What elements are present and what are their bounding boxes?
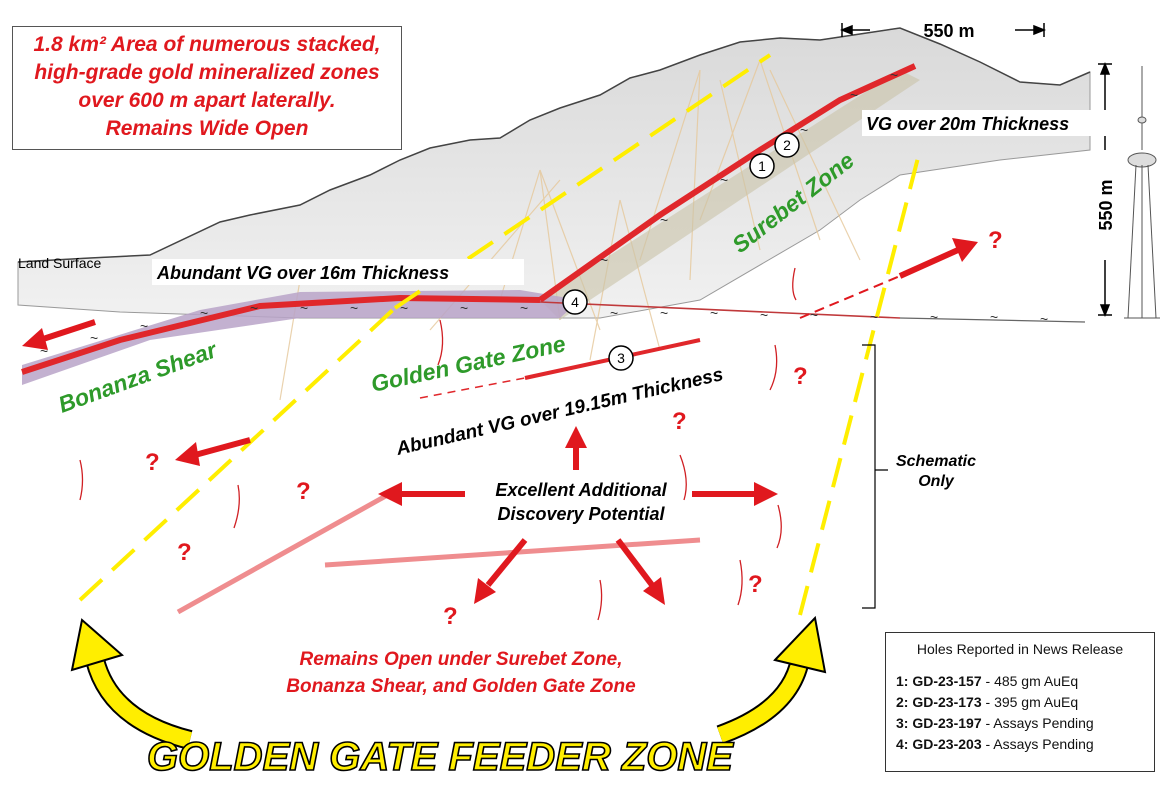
svg-text:~: ~ (660, 305, 668, 321)
svg-text:~: ~ (990, 309, 998, 325)
shear-extension-line (539, 301, 901, 319)
land-surface-line (17, 27, 1091, 263)
svg-text:~: ~ (520, 300, 528, 316)
legend-row: 1: GD-23-157 - 485 gm AuEq (896, 673, 1079, 689)
lens-lower-left (176, 485, 402, 615)
red-arrows (22, 238, 978, 605)
remains-open-line2: Bonanza Shear, and Golden Gate Zone (286, 676, 636, 697)
red-strands (79, 267, 797, 621)
question-mark: ? (296, 478, 311, 505)
svg-text:~: ~ (710, 305, 718, 321)
vg-16m-label: Abundant VG over 16m Thickness (156, 263, 449, 283)
svg-text:4: 4 (571, 294, 579, 310)
svg-text:~: ~ (890, 67, 898, 83)
svg-text:2: 2 (783, 137, 791, 153)
hole-marker-1: 1 (749, 153, 775, 179)
legend-row: 4: GD-23-203 - Assays Pending (896, 736, 1094, 752)
question-mark: ? (672, 408, 687, 435)
feeder-zone-title: GOLDEN GATE FEEDER ZONE (147, 735, 734, 779)
headline-callout: 1.8 km² Area of numerous stacked, high-g… (12, 26, 402, 150)
svg-text:~: ~ (300, 300, 308, 316)
cn-tower-icon (1124, 66, 1160, 319)
shear-dashed-extension (799, 275, 901, 319)
surebet-zone-line (538, 63, 917, 303)
feeder-boundary-right (798, 149, 922, 616)
svg-text:~: ~ (810, 307, 818, 323)
schematic-bracket (862, 344, 888, 609)
horizontal-scale-label: 550 m (923, 21, 974, 41)
question-mark: ? (988, 227, 1003, 254)
svg-text:~: ~ (610, 305, 618, 321)
svg-text:~: ~ (660, 212, 668, 228)
legend-title: Holes Reported in News Release (916, 641, 1124, 657)
svg-text:~: ~ (400, 300, 408, 316)
svg-text:~: ~ (760, 307, 768, 323)
vertical-scale-label: 550 m (1096, 179, 1116, 230)
golden-gate-zone-label: Golden Gate Zone (369, 330, 568, 397)
schematic-label-line1: Schematic (896, 453, 976, 470)
svg-text:~: ~ (600, 252, 608, 268)
feeder-boundary-left (78, 306, 397, 602)
horizontal-scale-bar (839, 23, 1047, 37)
question-marks: ? ? ? ? ? ? ? ? (145, 227, 1003, 630)
svg-text:~: ~ (40, 343, 48, 359)
bonanza-shear-band (22, 290, 580, 385)
headline-line3: over 600 m apart laterally. (78, 89, 336, 112)
drill-holes (279, 59, 861, 401)
question-mark: ? (443, 603, 458, 630)
legend-row: 3: GD-23-197 - Assays Pending (896, 715, 1094, 731)
schematic-label-line2: Only (918, 473, 955, 490)
svg-text:~: ~ (200, 305, 208, 321)
question-mark: ? (145, 449, 160, 476)
feeder-arrowhead-right (773, 615, 827, 674)
land-surface-label: Land Surface (18, 255, 101, 271)
question-mark: ? (177, 539, 192, 566)
svg-text:~: ~ (720, 172, 728, 188)
headline-line1: 1.8 km² Area of numerous stacked, (33, 33, 381, 56)
svg-text:~: ~ (90, 330, 98, 346)
golden-gate-dashed-extension (419, 377, 526, 399)
svg-text:~: ~ (800, 122, 808, 138)
svg-text:~: ~ (350, 300, 358, 316)
svg-text:~: ~ (930, 309, 938, 325)
wave-marks: ~ ~ ~ ~ ~ ~ ~ ~ ~ ~ ~ ~ ~ ~ ~ ~ ~ ~ ~ ~ ~ ~ ~ ~ ~ (40, 67, 1048, 359)
feeder-boundary-left-upper (393, 53, 772, 310)
vg-20m-label-bg (862, 110, 1116, 136)
svg-text:~: ~ (870, 309, 878, 325)
feeder-arrowhead-left (70, 618, 125, 672)
headline-line2: high-grade gold mineralized zones (34, 61, 380, 84)
hole-marker-2: 2 (774, 132, 800, 158)
remains-open-line1: Remains Open under Surebet Zone, (299, 649, 622, 670)
svg-text:~: ~ (460, 300, 468, 316)
question-mark: ? (748, 571, 763, 598)
legend-row: 2: GD-23-173 - 395 gm AuEq (896, 694, 1079, 710)
svg-text:~: ~ (140, 318, 148, 334)
vg-16m-label-bg (152, 259, 524, 285)
vg-20m-label: VG over 20m Thickness (866, 114, 1069, 134)
hole-marker-3: 3 (608, 345, 634, 371)
svg-text:1: 1 (758, 158, 766, 174)
svg-text:~: ~ (1040, 311, 1048, 327)
surebet-host-band (540, 70, 920, 320)
shear-tail-line (899, 317, 1086, 323)
svg-text:~: ~ (850, 87, 858, 103)
svg-text:3: 3 (617, 350, 625, 366)
discovery-label-line2: Discovery Potential (497, 504, 665, 524)
hole-marker-4: 4 (562, 289, 588, 315)
svg-text:~: ~ (250, 300, 258, 316)
holes-legend: Holes Reported in News Release 1: GD-23-… (885, 632, 1155, 772)
question-mark: ? (793, 363, 808, 390)
headline-line4: Remains Wide Open (105, 117, 309, 140)
discovery-label-line1: Excellent Additional (495, 480, 667, 500)
bonanza-shear-line (21, 294, 541, 375)
